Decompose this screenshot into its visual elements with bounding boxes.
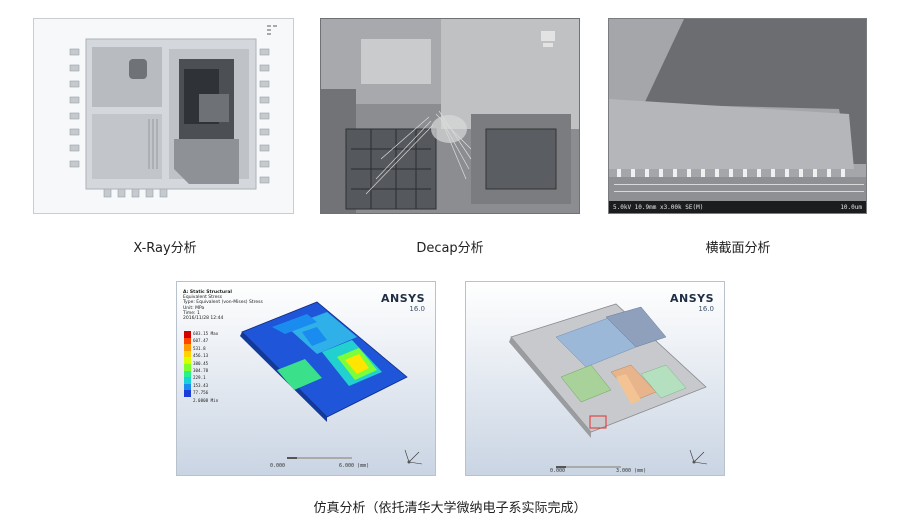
- legend-color-swatch: [184, 344, 191, 351]
- legend-color-swatch: [184, 390, 191, 397]
- legend-value: 153.43: [193, 382, 209, 388]
- scale-start: 0.000: [270, 463, 286, 469]
- legend-line: Unit: MPa: [183, 305, 205, 311]
- sem-info-right: 10.0um: [840, 204, 862, 211]
- cross-section-figure: [609, 19, 866, 203]
- ansys-brand: ANSYS: [669, 292, 714, 305]
- sem-info-bar: 5.0kV 10.9mm x3.00k SE(M) 10.0um: [609, 201, 866, 213]
- legend-value: 456.13: [193, 353, 209, 359]
- legend-color-swatch: [184, 331, 191, 338]
- legend-color-swatch: [184, 337, 191, 345]
- xray-figure: [34, 19, 293, 213]
- legend-value: 380.45: [193, 360, 209, 366]
- decap-image: [320, 18, 580, 214]
- legend-value: 683.15 Max: [193, 331, 219, 336]
- legend-line: Type: Equivalent (von-Mises) Stress: [183, 300, 263, 306]
- ansys-version: 16.0: [409, 305, 425, 313]
- caption-xray: X-Ray分析: [133, 241, 197, 256]
- xray-image: [33, 18, 294, 214]
- decap-figure: [321, 19, 579, 213]
- sem-info-left: 5.0kV 10.9mm x3.00k SE(M): [613, 204, 704, 211]
- legend-line: Time: 1: [183, 310, 200, 316]
- stress-plot: [177, 282, 435, 475]
- ansys-logo: ANSYS 16.0: [670, 292, 714, 313]
- legend-color-swatch: [184, 363, 191, 371]
- legend-value: 607.47: [193, 338, 209, 344]
- caption-simulation: 仿真分析（依托清华大学微纳电子系实际完成）: [313, 501, 587, 516]
- model-geometry: [466, 282, 724, 475]
- legend-color-swatch: [184, 377, 191, 384]
- ansys-brand: ANSYS: [380, 292, 425, 305]
- legend-color-swatch: [184, 383, 191, 391]
- legend-line: 2016/11/28 12:44: [183, 316, 224, 322]
- legend-value: 304.78: [193, 368, 209, 374]
- ansys-logo: ANSYS 16.0: [381, 292, 425, 313]
- legend-color-swatch: [184, 357, 191, 364]
- legend-line: A: Static Structural: [183, 290, 232, 295]
- scale-end: 3.000 (mm): [616, 468, 647, 474]
- scale-start: 0.000: [550, 468, 566, 474]
- simulation-model-image: ANSYS 16.0 0.000 3.000 (mm): [465, 281, 725, 476]
- stress-color-scale: [184, 331, 191, 397]
- scale-end: 6.000 (mm): [339, 463, 370, 469]
- stress-legend-header: A: Static Structural Equivalent Stress T…: [183, 290, 263, 321]
- caption-xsection: 横截面分析: [705, 241, 771, 256]
- legend-value: 2.0808 Min: [193, 397, 219, 403]
- caption-decap: Decap分析: [416, 241, 484, 256]
- legend-color-swatch: [184, 350, 191, 358]
- ansys-version: 16.0: [698, 305, 714, 313]
- legend-value: 531.8: [193, 345, 206, 351]
- simulation-stress-image: A: Static Structural Equivalent Stress T…: [176, 281, 436, 476]
- legend-line: Equivalent Stress: [183, 295, 223, 301]
- legend-color-swatch: [184, 370, 191, 378]
- legend-value: 77.756: [193, 390, 209, 396]
- cross-section-image: 5.0kV 10.9mm x3.00k SE(M) 10.0um: [608, 18, 867, 214]
- legend-value: 229.1: [193, 375, 206, 381]
